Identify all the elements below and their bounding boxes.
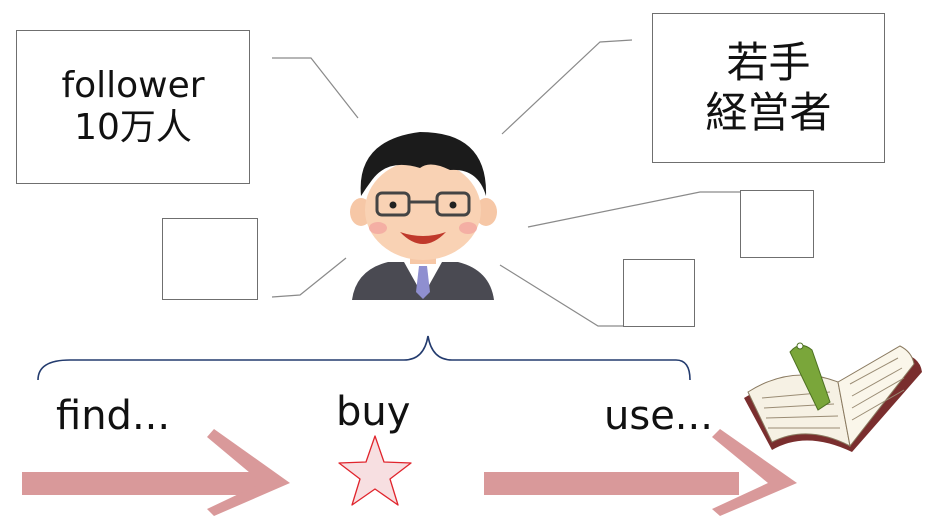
star-icon (338, 435, 412, 506)
box-line: 経営者 (705, 88, 832, 137)
stage-label-use: use... (604, 393, 713, 439)
arrow-buy-to-use (484, 429, 797, 516)
attribute-box-young-executive: 若手 経営者 (652, 13, 885, 163)
stage-label-find: find... (56, 393, 171, 439)
attribute-box-empty-3 (623, 259, 695, 327)
connector-empty-3 (499, 264, 623, 327)
stage-label-buy: buy (336, 389, 411, 435)
connector-empty-1 (271, 257, 347, 298)
attribute-box-empty-1 (162, 218, 258, 300)
attribute-box-followers: follower 10万人 (16, 30, 250, 184)
businessman-icon (350, 132, 497, 300)
connector-young-executive (501, 39, 633, 135)
connector-empty-2 (527, 191, 740, 228)
box-line: 若手 (726, 38, 811, 88)
open-book-icon (744, 342, 922, 452)
curly-brace (37, 335, 691, 381)
box-line: 10万人 (74, 107, 192, 148)
attribute-box-empty-2 (740, 190, 814, 258)
connector-followers (272, 57, 359, 119)
arrow-find-to-buy (22, 429, 290, 516)
box-line: follower (61, 64, 205, 106)
